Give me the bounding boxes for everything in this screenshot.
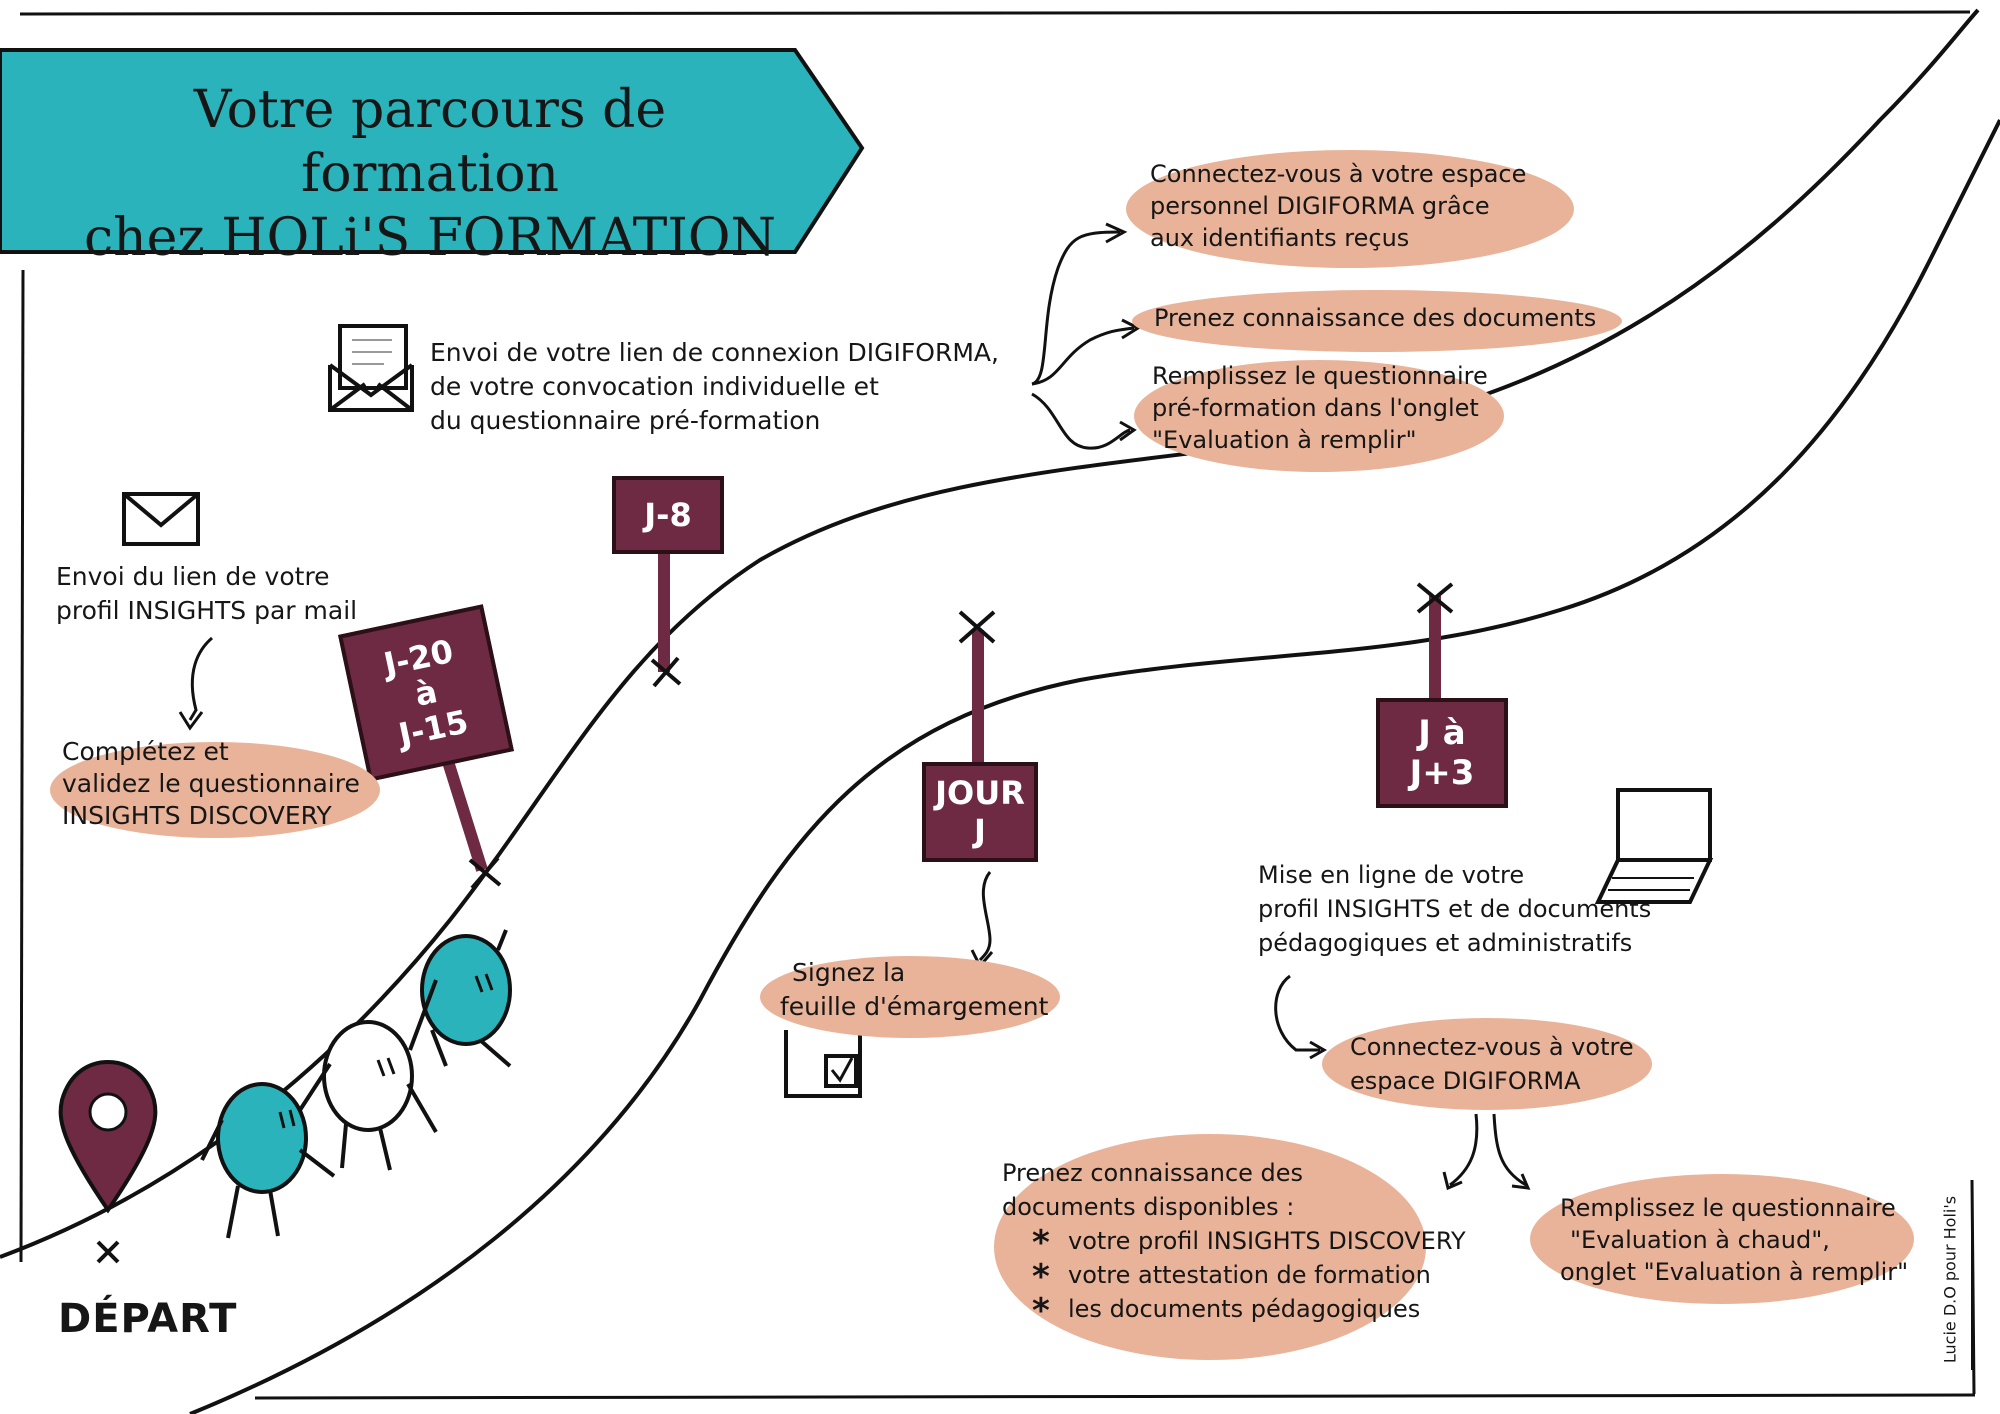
sign-post-j8 — [650, 550, 682, 688]
checkbox-icon — [784, 1030, 862, 1098]
sign-post-jour — [958, 610, 996, 764]
insights-questionnaire-text: Complétez et validez le questionnaire IN… — [62, 736, 360, 832]
post-online-line-3: pédagogiques et administratifs — [1258, 929, 1633, 957]
jour-sign-text: Signez la feuille d'émargement — [780, 956, 1048, 1024]
post-online-text: Mise en ligne de votre profil INSIGHTS e… — [1258, 858, 1651, 960]
post-eval-text: Remplissez le questionnaire "Evaluation … — [1560, 1192, 1908, 1288]
post-connect-bubble — [1322, 1018, 1652, 1110]
character-teal-1 — [200, 1082, 336, 1239]
sign-j-a-j3: J à J+3 — [1376, 698, 1508, 808]
j8-action-3-text: Remplissez le questionnaire pré-formatio… — [1152, 360, 1488, 456]
post-docs-item-2: votre attestation de formation — [1028, 1258, 1466, 1294]
post-connect-line-2: espace DIGIFORMA — [1350, 1067, 1581, 1095]
post-online-line-2: profil INSIGHTS et de documents — [1258, 895, 1652, 923]
post-docs-list: votre profil INSIGHTS DISCOVERY votre at… — [1028, 1224, 1466, 1328]
sign-post-j20 — [439, 750, 502, 890]
insights-mail-line-2: profil INSIGHTS par mail — [56, 596, 358, 625]
j8-action-1-line-2: personnel DIGIFORMA grâce — [1150, 192, 1490, 220]
post-eval-bubble — [1530, 1174, 1914, 1304]
post-eval-line-2: "Evaluation à chaud", — [1570, 1226, 1830, 1254]
sign-j20: J-20 à J-15 — [338, 604, 514, 782]
road-lower-edge — [189, 119, 2000, 1414]
j8-send-line-2: de votre convocation individuelle et — [430, 372, 879, 401]
title-line-2: chez HOLi'S FORMATION — [83, 208, 777, 268]
sign-j8: J-8 — [612, 476, 724, 554]
frame-top — [19, 10, 1971, 16]
arrows — [178, 222, 1531, 1191]
character-white — [298, 1020, 438, 1171]
j8-send-text: Envoi de votre lien de connexion DIGIFOR… — [430, 336, 999, 438]
jour-sign-line-1: Signez la — [792, 958, 906, 987]
insights-questionnaire-bubble — [50, 742, 380, 838]
jour-sign-bubble — [760, 956, 1060, 1038]
j8-action-1-line-1: Connectez-vous à votre espace — [1150, 160, 1527, 188]
post-eval-line-1: Remplissez le questionnaire — [1560, 1194, 1896, 1222]
map-pin-icon — [58, 1059, 158, 1264]
j8-send-line-3: du questionnaire pré-formation — [430, 406, 821, 435]
j8-action-3-bubble — [1134, 360, 1504, 472]
j8-action-1-line-3: aux identifiants reçus — [1150, 224, 1410, 252]
post-docs-item-1: votre profil INSIGHTS DISCOVERY — [1028, 1224, 1466, 1260]
frame-left — [19, 269, 25, 1263]
j8-send-line-1: Envoi de votre lien de connexion DIGIFOR… — [430, 338, 999, 367]
insights-mail-line-1: Envoi du lien de votre — [56, 562, 330, 591]
road-upper-edge — [0, 8, 1980, 1259]
character-teal-2 — [408, 929, 512, 1068]
envelope-icon — [122, 492, 200, 546]
insights-questionnaire-line-1: Complétez et — [62, 737, 229, 766]
insights-questionnaire-line-3: INSIGHTS DISCOVERY — [62, 801, 332, 830]
post-connect-text: Connectez-vous à votre espace DIGIFORMA — [1350, 1030, 1634, 1098]
j8-action-3-line-1: Remplissez le questionnaire — [1152, 362, 1488, 390]
title-banner-shape — [0, 48, 865, 254]
post-docs-item-3: les documents pédagogiques — [1028, 1292, 1466, 1328]
post-docs-title-line-1: Prenez connaissance des — [1002, 1159, 1304, 1187]
j8-action-1-text: Connectez-vous à votre espace personnel … — [1150, 158, 1526, 254]
insights-questionnaire-line-2: validez le questionnaire — [62, 769, 360, 798]
post-docs-title-line-2: documents disponibles : — [1002, 1193, 1295, 1221]
open-envelope-icon — [328, 324, 414, 412]
jour-sign-line-2: feuille d'émargement — [780, 992, 1049, 1021]
post-online-line-1: Mise en ligne de votre — [1258, 861, 1525, 889]
j8-action-3-line-3: "Evaluation à remplir" — [1152, 426, 1417, 454]
post-eval-line-3: onglet "Evaluation à remplir" — [1560, 1258, 1909, 1286]
sign-jour-j: JOUR J — [922, 762, 1038, 862]
page-title: Votre parcours de formation chez HOLi'S … — [70, 78, 790, 270]
j8-action-2-bubble — [1132, 290, 1622, 352]
post-docs-text: Prenez connaissance des documents dispon… — [1002, 1156, 1466, 1328]
laptop-icon — [1594, 788, 1714, 904]
start-label: DÉPART — [58, 1296, 238, 1342]
title-line-1: Votre parcours de formation — [193, 80, 667, 204]
j8-action-3-line-2: pré-formation dans l'onglet — [1152, 394, 1479, 422]
credit-text: Lucie D.O pour Holi's — [1940, 1195, 1960, 1364]
j8-action-2-text: Prenez connaissance des documents — [1154, 302, 1596, 334]
j8-action-2-line-1: Prenez connaissance des documents — [1154, 304, 1597, 332]
post-connect-line-1: Connectez-vous à votre — [1350, 1033, 1634, 1061]
sign-post-ja — [1416, 582, 1454, 700]
insights-mail-text: Envoi du lien de votre profil INSIGHTS p… — [56, 560, 357, 628]
frame-bottom — [254, 1393, 1976, 1400]
j8-action-1-bubble — [1126, 150, 1574, 268]
